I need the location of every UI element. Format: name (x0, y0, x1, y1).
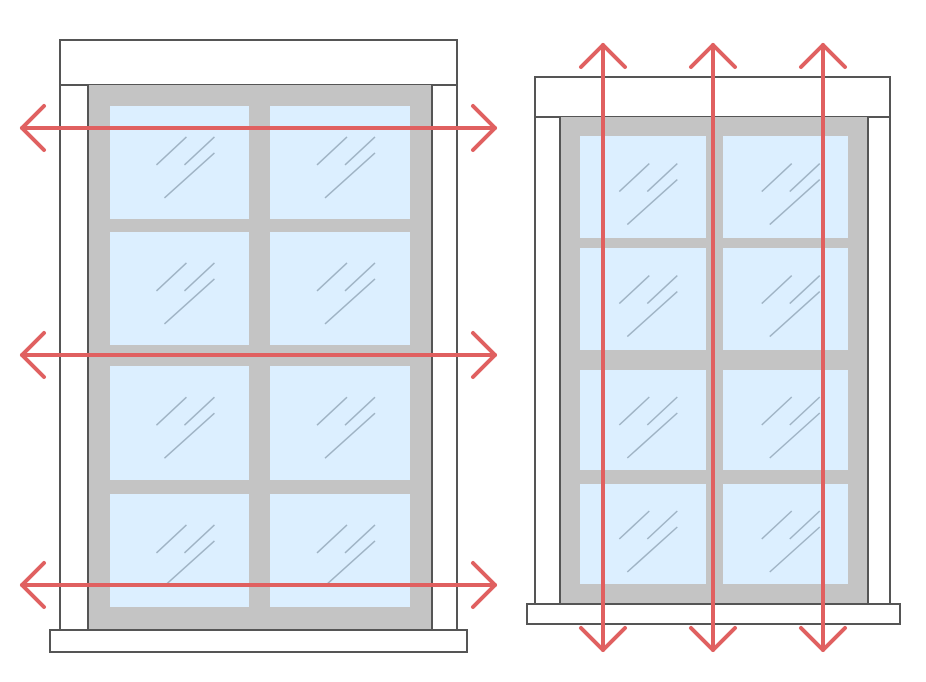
arrow-head-up-icon (689, 43, 737, 69)
arrow-head-right-icon (471, 331, 497, 379)
glass-pane (110, 494, 249, 607)
glare-line (316, 136, 348, 166)
glass-pane (580, 484, 706, 584)
glare-line (789, 275, 821, 305)
glare-line (344, 524, 376, 554)
glare-line (769, 526, 821, 573)
glare-line (646, 275, 678, 305)
arrow-head-down-icon (799, 626, 847, 652)
glare-line (789, 510, 821, 540)
glare-line (155, 396, 187, 426)
arrow-head-right-icon (471, 561, 497, 609)
glare-line (646, 510, 678, 540)
glare-line (324, 412, 376, 459)
measurement-arrow (799, 43, 847, 652)
measurement-arrow (689, 43, 737, 652)
glare-line (761, 510, 793, 540)
glare-line (324, 540, 376, 587)
glass-pane (270, 232, 410, 345)
window-sill (49, 629, 468, 653)
arrow-head-up-icon (799, 43, 847, 69)
glare-line (163, 412, 215, 459)
measurement-arrow (579, 43, 627, 652)
glare-line (789, 163, 821, 193)
glare-line (163, 540, 215, 587)
arrow-head-left-icon (20, 104, 46, 152)
glare-line (618, 396, 650, 426)
glass-pane (270, 366, 410, 480)
measurement-arrow (20, 561, 497, 609)
glare-line (646, 396, 678, 426)
glare-line (183, 396, 215, 426)
glare-line (761, 163, 793, 193)
glare-line (316, 262, 348, 292)
glass-pane (723, 136, 848, 238)
window-jamb-right (867, 116, 891, 605)
glare-line (344, 136, 376, 166)
arrow-head-up-icon (579, 43, 627, 69)
measurement-arrow (20, 104, 497, 152)
glass-pane (723, 248, 848, 350)
measurement-arrow (20, 331, 497, 379)
glare-line (646, 163, 678, 193)
glass-pane (580, 136, 706, 238)
arrow-head-left-icon (20, 331, 46, 379)
glare-line (155, 262, 187, 292)
glare-line (155, 524, 187, 554)
glare-line (163, 278, 215, 325)
glare-line (626, 291, 678, 338)
glare-line (626, 412, 678, 459)
glass-pane (110, 366, 249, 480)
glare-line (344, 262, 376, 292)
glare-line (761, 275, 793, 305)
glare-line (344, 396, 376, 426)
glare-line (761, 396, 793, 426)
glass-pane (580, 248, 706, 350)
arrow-head-down-icon (689, 626, 737, 652)
left-window (49, 39, 468, 653)
glare-line (789, 396, 821, 426)
glare-line (769, 291, 821, 338)
glass-pane (270, 106, 410, 219)
glass-pane (110, 232, 249, 345)
glare-line (324, 278, 376, 325)
glare-line (618, 510, 650, 540)
glass-pane (110, 106, 249, 219)
glare-line (618, 275, 650, 305)
glass-pane (270, 494, 410, 607)
glare-line (183, 524, 215, 554)
glare-line (618, 163, 650, 193)
window-jamb-left (59, 84, 89, 631)
window-jamb-left (534, 116, 561, 605)
glare-line (163, 152, 215, 199)
arrow-head-right-icon (471, 104, 497, 152)
glare-line (316, 524, 348, 554)
glass-pane (580, 370, 706, 470)
glare-line (769, 179, 821, 226)
arrow-head-left-icon (20, 561, 46, 609)
window-head (59, 39, 458, 86)
glass-pane (723, 370, 848, 470)
glare-line (324, 152, 376, 199)
glass-pane (723, 484, 848, 584)
glare-line (183, 136, 215, 166)
glare-line (316, 396, 348, 426)
glare-line (155, 136, 187, 166)
glare-line (626, 179, 678, 226)
window-jamb-right (431, 84, 458, 631)
glare-line (769, 412, 821, 459)
glare-line (183, 262, 215, 292)
glare-line (626, 526, 678, 573)
arrow-head-down-icon (579, 626, 627, 652)
